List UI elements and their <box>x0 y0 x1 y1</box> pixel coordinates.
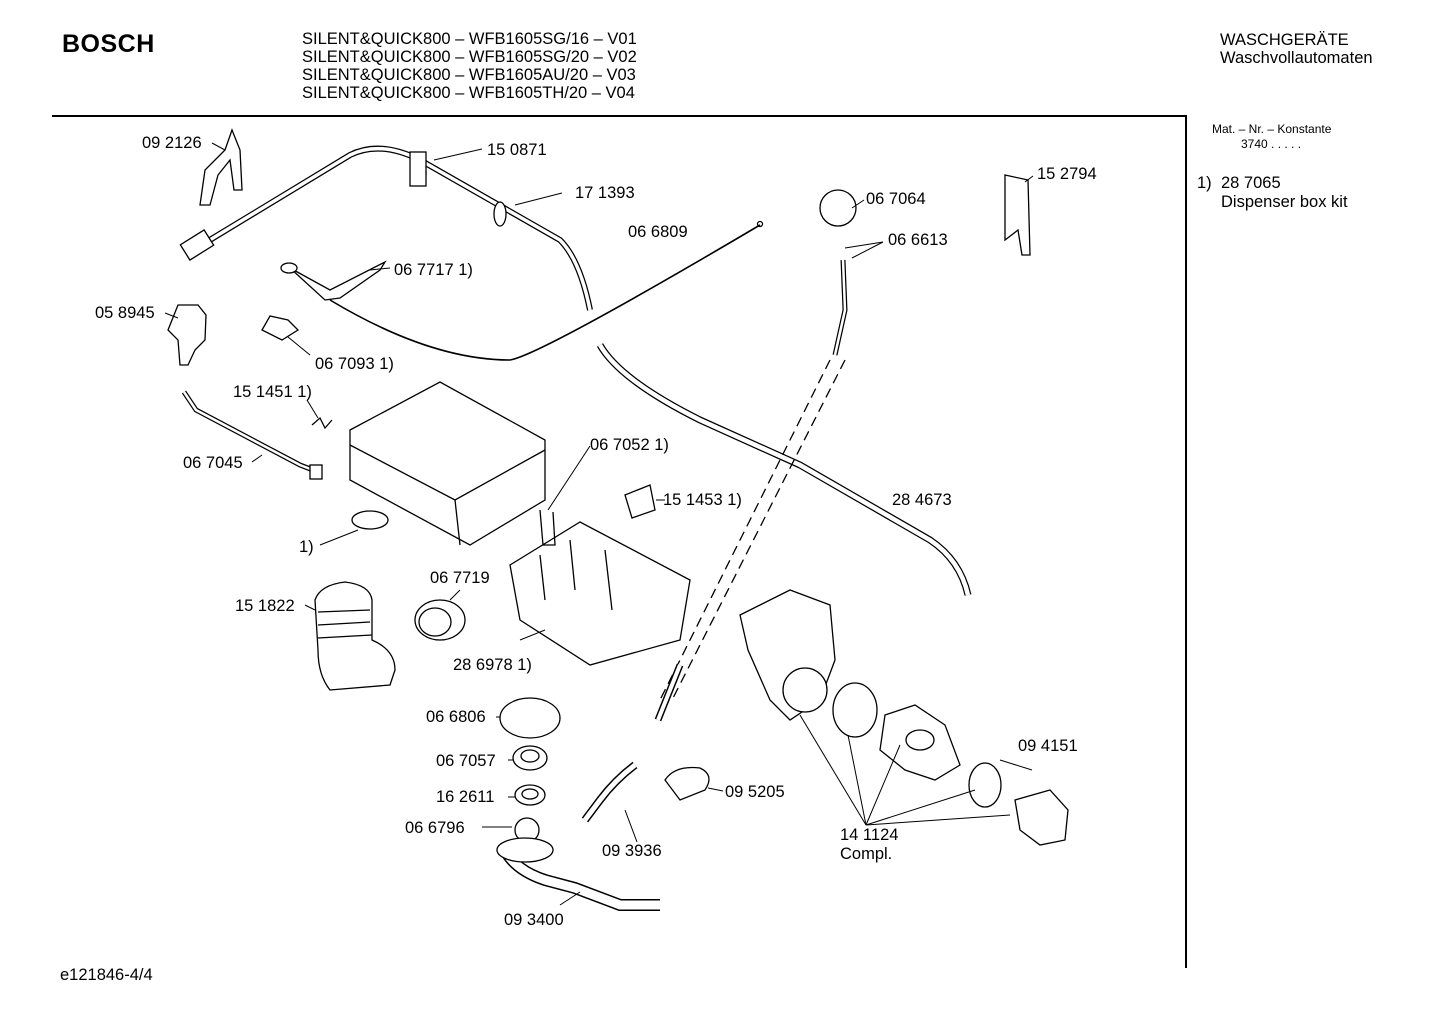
brand-logo: BOSCH <box>62 30 155 58</box>
part-label: 06 7717 1) <box>394 261 473 279</box>
hose-connector <box>179 229 215 261</box>
part-label: 06 6809 <box>628 223 688 241</box>
footnote-part-number: 28 7065 <box>1221 174 1281 192</box>
part-label: 06 7045 <box>183 454 243 472</box>
siphon-cap <box>539 509 556 546</box>
footnote-number: 1) <box>1197 174 1212 192</box>
header-divider <box>52 115 1187 117</box>
part-label: 06 7052 1) <box>590 436 669 454</box>
hose-clip <box>409 151 427 187</box>
tension-cable <box>329 224 761 361</box>
part-label: 1) <box>299 538 314 556</box>
category-subtitle: Waschvollautomaten <box>1220 49 1373 67</box>
hose-bracket <box>199 128 243 206</box>
material-constant: 3740 . . . . . <box>1241 137 1302 151</box>
document-id: e121846-4/4 <box>60 966 153 984</box>
part-label: 15 2794 <box>1037 165 1097 183</box>
part-label: 09 5205 <box>725 783 785 801</box>
clamp-ring <box>499 697 561 739</box>
drain-hose <box>596 343 972 596</box>
part-label: 28 6978 1) <box>453 656 532 674</box>
part-label: 06 6613 <box>888 231 948 249</box>
part-label: 09 4151 <box>1018 737 1078 755</box>
part-label: 14 1124 <box>840 826 899 844</box>
solenoid-valve <box>167 304 207 366</box>
part-label: 15 1822 <box>235 597 295 615</box>
dispenser-housing <box>349 381 546 546</box>
part-label: 06 7057 <box>436 752 496 770</box>
part-label: 15 0871 <box>487 141 547 159</box>
model-line: SILENT&QUICK800 – WFB1605SG/16 – V01 <box>302 30 637 48</box>
part-label: 06 7093 1) <box>315 355 394 373</box>
part-label: 06 7064 <box>866 190 926 208</box>
spring <box>311 416 333 430</box>
category-title: WASCHGERÄTE <box>1220 31 1349 49</box>
part-label: 15 1451 1) <box>233 383 312 401</box>
sidebar-divider <box>1185 115 1187 968</box>
pump-housing <box>879 704 961 781</box>
gasket <box>514 784 546 806</box>
dispenser-drawer <box>509 521 691 666</box>
part-label: 09 3400 <box>504 911 564 929</box>
part-label-sub: Compl. <box>840 845 893 863</box>
part-label: 16 2611 <box>436 788 495 806</box>
pump-o-ring <box>832 682 878 738</box>
flap <box>624 484 656 519</box>
part-label: 15 1453 1) <box>663 491 742 509</box>
inlet-hose <box>188 145 593 311</box>
small-clip <box>261 315 300 341</box>
footnote-description: Dispenser box kit <box>1221 193 1348 211</box>
part-label: 09 2126 <box>142 134 202 152</box>
appliance-category: WASCHGERÄTE Waschvollautomaten <box>1220 31 1373 67</box>
seal-ring <box>414 599 466 641</box>
part-label: 06 6806 <box>426 708 486 726</box>
lint-filter-handle <box>664 766 710 801</box>
model-list: SILENT&QUICK800 – WFB1605SG/16 – V01 SIL… <box>302 30 637 102</box>
part-label: 28 4673 <box>892 491 952 509</box>
dispenser-lever <box>289 260 387 301</box>
lint-filter <box>1014 789 1069 846</box>
part-label: 06 7719 <box>430 569 490 587</box>
part-label: 06 6796 <box>405 819 465 837</box>
filter-seal <box>968 762 1002 808</box>
model-line: SILENT&QUICK800 – WFB1605AU/20 – V03 <box>302 66 636 84</box>
material-number-header: Mat. – Nr. – Konstante <box>1212 122 1332 136</box>
part-label: 17 1393 <box>575 184 635 202</box>
mounting-bracket <box>1004 174 1031 256</box>
part-label: 09 3936 <box>602 842 662 860</box>
model-line: SILENT&QUICK800 – WFB1605TH/20 – V04 <box>302 84 635 102</box>
model-line: SILENT&QUICK800 – WFB1605SG/20 – V02 <box>302 48 637 66</box>
exploded-parts-drawing <box>164 128 1069 911</box>
hose-clamp <box>493 201 507 227</box>
pressure-switch <box>819 189 857 227</box>
gasket <box>512 745 548 771</box>
part-label: 05 8945 <box>95 304 155 322</box>
